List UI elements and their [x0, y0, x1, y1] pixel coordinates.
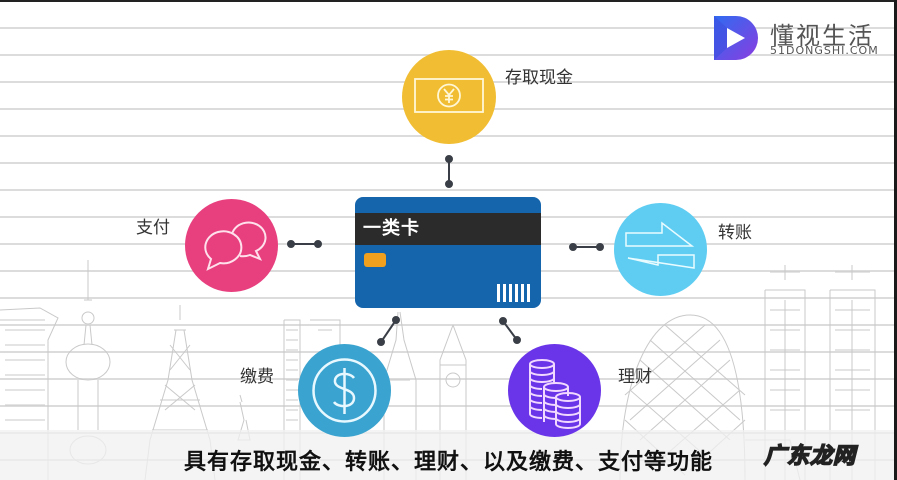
chat-bubbles-icon	[204, 221, 267, 271]
caption-text: 具有存取现金、转账、理财、以及缴费、支付等功能	[183, 450, 713, 475]
top-border	[0, 0, 897, 2]
dollar-coin-icon	[312, 358, 377, 423]
feature-finance-label: 理财	[618, 367, 652, 387]
brand-logo: 懂视生活 51DONGSHI.COM	[712, 14, 882, 62]
caption-band	[0, 430, 897, 480]
feature-cash	[402, 50, 496, 144]
bank-card: 一类卡	[355, 197, 541, 308]
yen-banknote-icon	[414, 78, 484, 113]
feature-bills-label: 缴费	[240, 367, 274, 387]
feature-transfer-label: 转账	[718, 223, 752, 243]
brand-domain: 51DONGSHI.COM	[770, 44, 879, 57]
chip-icon	[364, 253, 386, 267]
feature-pay	[185, 199, 278, 292]
feature-cash-label: 存取现金	[505, 68, 573, 88]
feature-bills	[298, 344, 391, 437]
card-title: 一类卡	[363, 218, 420, 239]
feature-pay-label: 支付	[136, 218, 170, 238]
right-border	[894, 0, 897, 480]
play-d-logo-icon	[714, 16, 758, 60]
coin-stack-icon	[529, 359, 581, 429]
brand-name: 懂视生活	[770, 22, 874, 50]
feature-transfer	[614, 203, 707, 296]
watermark-text: 广东龙网	[763, 443, 857, 470]
magnetic-stripe	[355, 213, 541, 245]
exchange-arrows-icon	[625, 221, 695, 269]
barcode-icon	[497, 284, 533, 302]
feature-finance	[508, 344, 601, 437]
